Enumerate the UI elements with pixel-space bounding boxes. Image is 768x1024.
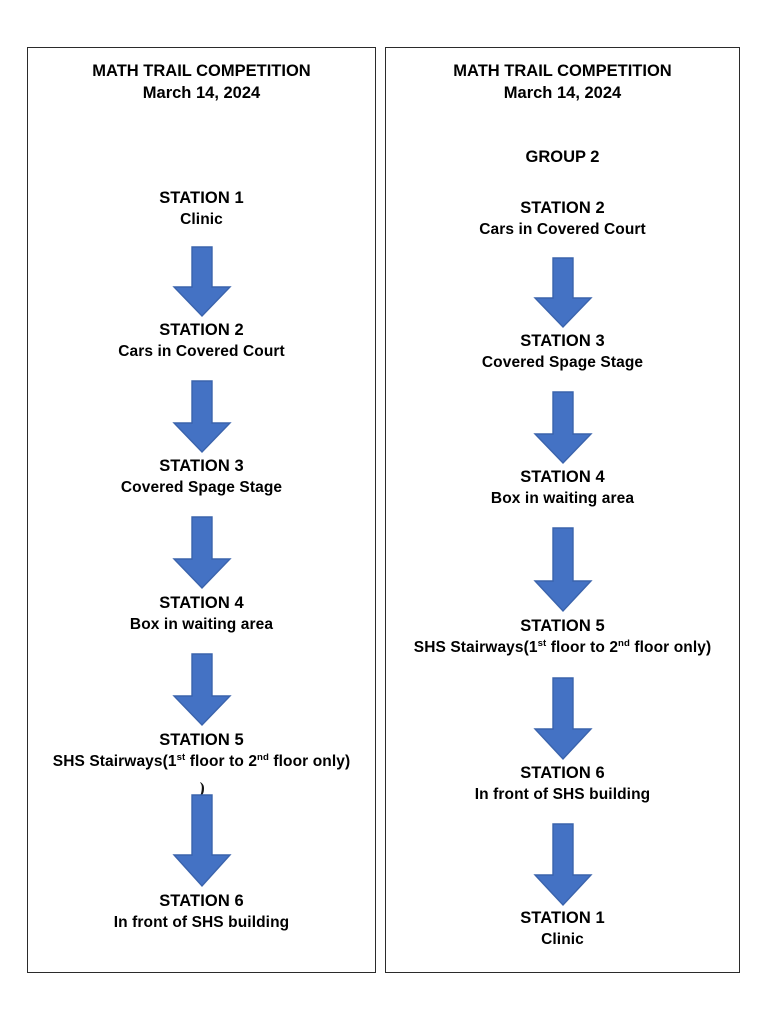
- station-node-5-left: STATION 5 SHS Stairways(1st floor to 2nd…: [28, 730, 375, 772]
- station-node-3-left: STATION 3 Covered Spage Stage: [28, 456, 375, 498]
- station-node-5-right: STATION 6 In front of SHS building: [386, 763, 739, 805]
- station-subtitle: Covered Spage Stage: [481, 354, 644, 372]
- down-arrow-icon: [531, 822, 595, 908]
- station-node-1-right: STATION 2 Cars in Covered Court: [386, 198, 739, 240]
- down-arrow-icon: [170, 793, 234, 889]
- down-arrow-icon: [170, 379, 234, 455]
- station-title: STATION 5: [520, 617, 605, 635]
- group-label-right: GROUP 2: [525, 148, 600, 166]
- station-subtitle: SHS Stairways(1st floor to 2nd floor onl…: [52, 751, 351, 771]
- station-node-6-right: STATION 1 Clinic: [386, 908, 739, 950]
- flowchart-panel-group-1: MATH TRAIL COMPETITION March 14, 2024 ST…: [27, 47, 376, 973]
- down-arrow-icon: [531, 390, 595, 466]
- station-title: STATION 1: [159, 189, 244, 207]
- station-subtitle: Box in waiting area: [490, 490, 635, 508]
- competition-date-left: March 14, 2024: [142, 84, 261, 103]
- station-subtitle: Box in waiting area: [129, 616, 274, 634]
- station-node-4-left: STATION 4 Box in waiting area: [28, 593, 375, 635]
- station-title: STATION 3: [159, 457, 244, 475]
- station-title: STATION 4: [520, 468, 605, 486]
- down-arrow-icon: [531, 526, 595, 614]
- station-node-2-left: STATION 2 Cars in Covered Court: [28, 320, 375, 362]
- panel-heading-right: MATH TRAIL COMPETITION March 14, 2024: [386, 60, 739, 104]
- down-arrow-icon: [531, 256, 595, 330]
- flowchart-panel-group-2: MATH TRAIL COMPETITION March 14, 2024 GR…: [385, 47, 740, 973]
- down-arrow-icon: [170, 652, 234, 728]
- station-subtitle: Covered Spage Stage: [120, 479, 283, 497]
- station-node-2-right: STATION 3 Covered Spage Stage: [386, 331, 739, 373]
- station-title: STATION 2: [520, 199, 605, 217]
- station-title: STATION 4: [159, 594, 244, 612]
- down-arrow-icon: [170, 245, 234, 319]
- competition-date-right: March 14, 2024: [503, 84, 622, 103]
- station-subtitle: Clinic: [541, 931, 584, 949]
- station-subtitle: In front of SHS building: [113, 914, 290, 932]
- competition-title-right: MATH TRAIL COMPETITION: [453, 62, 672, 80]
- station-title: STATION 6: [520, 764, 605, 782]
- station-subtitle: Cars in Covered Court: [479, 221, 646, 239]
- down-arrow-icon: [170, 515, 234, 591]
- station-node-4-right: STATION 5 SHS Stairways(1st floor to 2nd…: [386, 616, 739, 658]
- station-node-1-left: STATION 1 Clinic: [28, 188, 375, 230]
- competition-title-left: MATH TRAIL COMPETITION: [92, 62, 311, 80]
- station-subtitle: Clinic: [180, 211, 223, 229]
- station-node-6-left: STATION 6 In front of SHS building: [28, 891, 375, 933]
- down-arrow-icon: [531, 676, 595, 762]
- station-subtitle: In front of SHS building: [474, 786, 651, 804]
- station-title: STATION 6: [159, 892, 244, 910]
- station-subtitle: Cars in Covered Court: [118, 343, 285, 361]
- station-title: STATION 1: [520, 909, 605, 927]
- station-node-3-right: STATION 4 Box in waiting area: [386, 467, 739, 509]
- station-title: STATION 3: [520, 332, 605, 350]
- station-title: STATION 2: [159, 321, 244, 339]
- station-title: STATION 5: [159, 731, 244, 749]
- station-subtitle: SHS Stairways(1st floor to 2nd floor onl…: [413, 637, 712, 657]
- panel-heading-left: MATH TRAIL COMPETITION March 14, 2024: [28, 60, 375, 104]
